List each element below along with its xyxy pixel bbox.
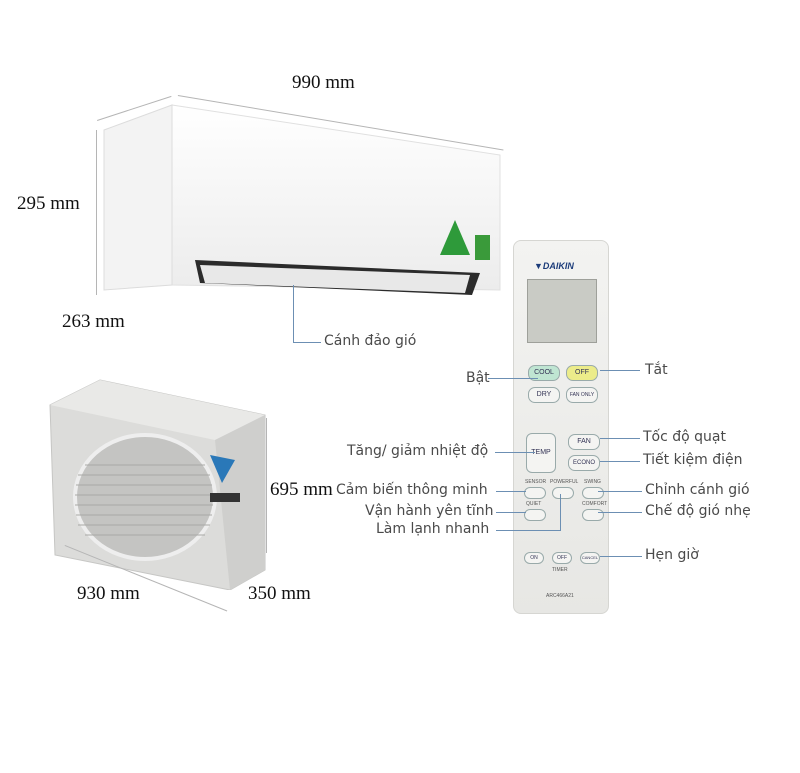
callout-line-on: [488, 378, 538, 379]
callout-temp-label: Tăng/ giảm nhiệt độ: [347, 443, 489, 459]
comfort-button[interactable]: [582, 509, 604, 521]
callout-line-comfort: [598, 512, 642, 513]
indoor-unit-illustration: [100, 95, 510, 305]
swing-label: SWING: [584, 479, 601, 485]
powerful-button[interactable]: [552, 487, 574, 499]
temp-label: TEMP: [531, 449, 551, 456]
daikin-logo: ▼DAIKIN: [534, 261, 574, 271]
callout-line-temp: [495, 452, 535, 453]
callout-line-econo: [600, 461, 640, 462]
callout-line-quiet: [496, 512, 526, 513]
callout-line-powerful-v: [560, 494, 561, 531]
callout-line-swing: [598, 491, 642, 492]
quiet-label: QUIET: [526, 501, 542, 507]
callout-line-off: [600, 370, 640, 371]
outdoor-width-label: 930 mm: [77, 583, 140, 604]
outdoor-depth-label: 350 mm: [248, 583, 311, 604]
outdoor-height-label: 695 mm: [270, 479, 333, 500]
timer-off-button[interactable]: OFF: [552, 552, 572, 564]
callout-econo-label: Tiết kiệm điện: [643, 452, 743, 468]
callout-line-fan-speed: [600, 438, 640, 439]
outdoor-height-dimension-line: [266, 418, 267, 553]
dry-button[interactable]: DRY: [528, 387, 560, 403]
indoor-height-dimension-line: [96, 130, 97, 295]
sensor-button[interactable]: [524, 487, 546, 499]
indoor-height-label: 295 mm: [17, 193, 80, 214]
callout-powerful-label: Làm lạnh nhanh: [376, 521, 490, 537]
daikin-logo-icon: ▼: [534, 261, 543, 271]
outdoor-unit-illustration: [40, 375, 280, 591]
callout-line-sensor: [496, 491, 526, 492]
timer-label: TIMER: [552, 567, 568, 573]
callout-line-powerful: [496, 530, 560, 531]
econo-button[interactable]: ECONO: [568, 455, 600, 471]
callout-line-flap: [293, 285, 294, 343]
lcd-screen: [527, 279, 597, 343]
callout-fan-speed-label: Tốc độ quạt: [643, 429, 726, 445]
sensor-label: SENSOR: [525, 479, 547, 485]
off-button[interactable]: OFF: [566, 365, 598, 381]
callout-off-label: Tắt: [645, 362, 668, 378]
callout-line-timer: [600, 556, 642, 557]
temp-button[interactable]: TEMP: [526, 433, 556, 473]
comfort-label: COMFORT: [582, 501, 608, 507]
timer-cancel-button[interactable]: CANCEL: [580, 552, 600, 564]
indoor-depth-label: 263 mm: [62, 311, 125, 332]
callout-quiet-label: Vận hành yên tĩnh: [365, 503, 494, 519]
callout-comfort-label: Chế độ gió nhẹ: [645, 503, 751, 519]
fan-button[interactable]: FAN: [568, 434, 600, 450]
swing-button[interactable]: [582, 487, 604, 499]
indoor-width-label: 990 mm: [292, 72, 355, 93]
callout-line-flap-h: [293, 342, 321, 343]
callout-flap-label: Cánh đảo gió: [324, 333, 417, 349]
callout-sensor-label: Cảm biến thông minh: [336, 482, 488, 498]
callout-timer-label: Hẹn giờ: [645, 547, 699, 563]
callout-swing-label: Chỉnh cánh gió: [645, 482, 750, 498]
callout-on-label: Bật: [466, 370, 490, 386]
cool-button[interactable]: COOL: [528, 365, 560, 381]
remote-control: ▼DAIKIN COOL OFF DRY FAN ONLY TEMP FAN E…: [513, 240, 609, 614]
timer-on-button[interactable]: ON: [524, 552, 544, 564]
quiet-button[interactable]: [524, 509, 546, 521]
fan-only-button[interactable]: FAN ONLY: [566, 387, 598, 403]
powerful-label: POWERFUL: [550, 479, 579, 485]
remote-model-label: ARC466A21: [546, 593, 574, 599]
